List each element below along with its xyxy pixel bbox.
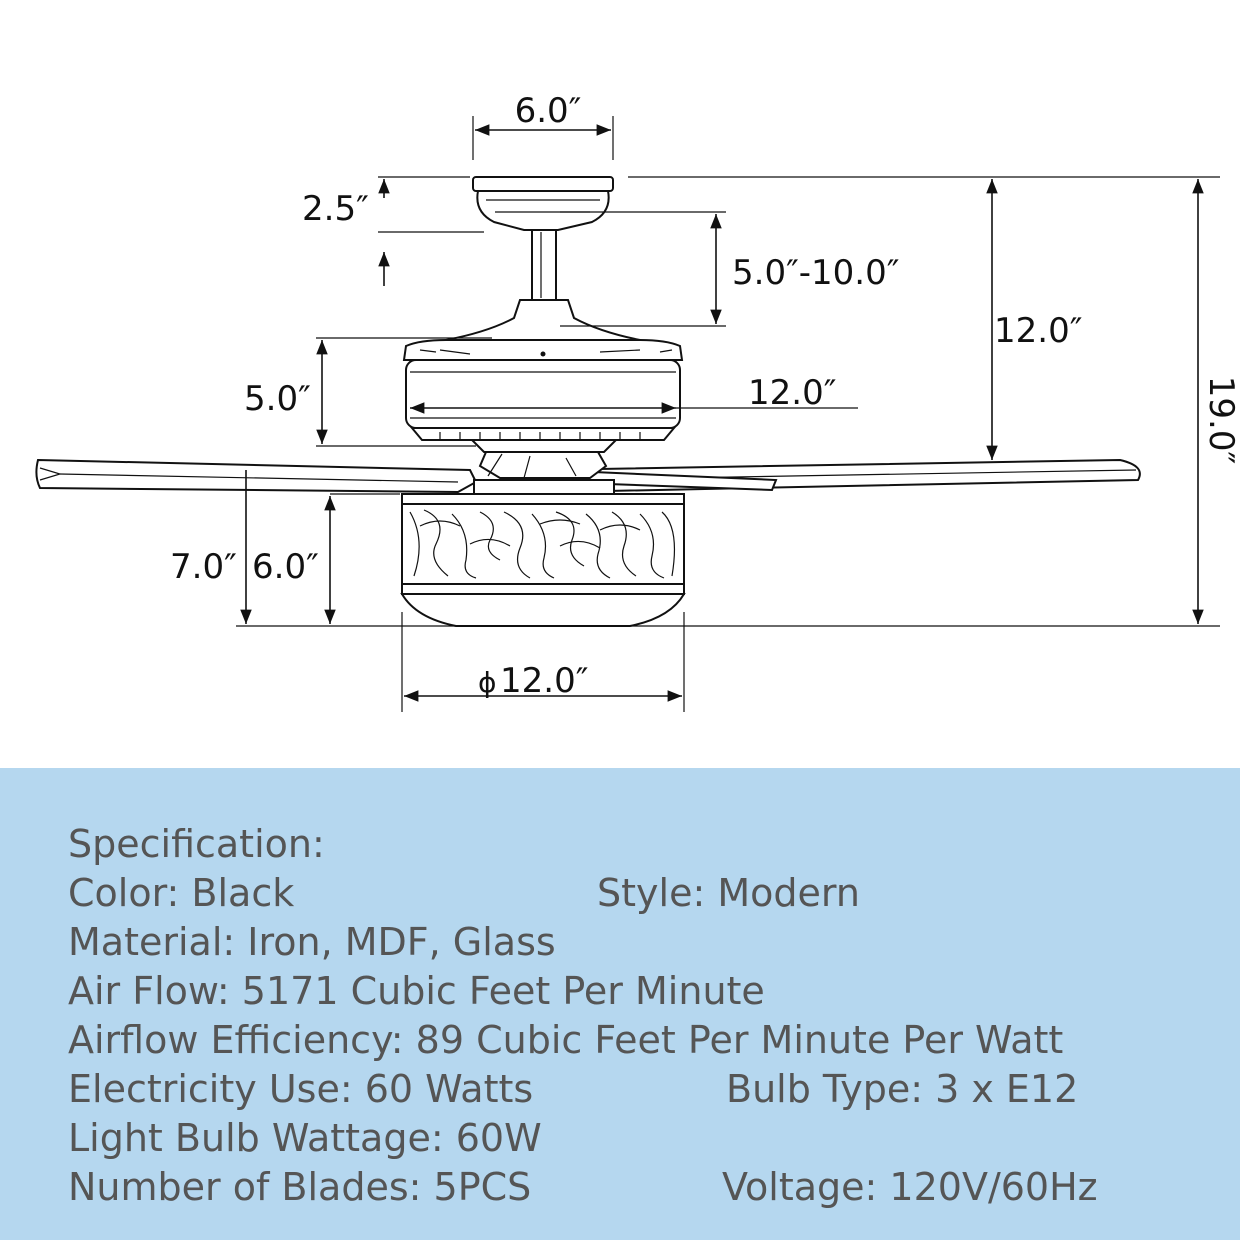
dimension-lines: [236, 116, 1220, 712]
dim-canopy-width: 6.0″: [515, 91, 582, 131]
dim-light-kit-height: 6.0″: [252, 547, 319, 587]
dim-total-height: 19.0″: [1201, 376, 1240, 464]
spec-color: Color: Black: [68, 871, 295, 915]
spec-air-flow: Air Flow: 5171 Cubic Feet Per Minute: [68, 969, 765, 1013]
specification-panel: Specification: Color: Black Style: Moder…: [0, 768, 1240, 1240]
fan-blades: [35, 451, 1141, 494]
spec-heading: Specification:: [68, 822, 325, 866]
downrod: [531, 229, 557, 301]
fan-dimension-diagram: 6.0″ 2.5″ 5.0″-10.0″ 5.0″ 12.0″ 12.0″ 19…: [35, 91, 1240, 712]
dim-motor-width: 12.0″: [748, 373, 836, 413]
spec-electricity: Electricity Use: 60 Watts: [68, 1067, 534, 1111]
canopy: [472, 176, 614, 231]
dim-light-kit-total: 7.0″: [170, 547, 237, 587]
motor-housing: [402, 299, 684, 453]
spec-bulb-wattage: Light Bulb Wattage: 60W: [68, 1116, 542, 1160]
light-kit: [400, 479, 686, 627]
spec-bulb-type: Bulb Type: 3 x E12: [726, 1067, 1079, 1111]
spec-material: Material: Iron, MDF, Glass: [68, 920, 556, 964]
diameter-symbol: ϕ: [478, 666, 496, 699]
dim-motor-height: 5.0″: [244, 379, 311, 419]
dim-light-diameter: 12.0″: [500, 661, 588, 701]
dim-downrod: 5.0″-10.0″: [732, 253, 899, 293]
dim-ceiling-to-blade: 12.0″: [994, 311, 1082, 351]
spec-style: Style: Modern: [597, 871, 860, 915]
spec-blades: Number of Blades: 5PCS: [68, 1165, 532, 1209]
spec-voltage: Voltage: 120V/60Hz: [722, 1165, 1098, 1209]
spec-efficiency: Airflow Efficiency: 89 Cubic Feet Per Mi…: [68, 1018, 1064, 1062]
dim-canopy-height: 2.5″: [302, 189, 369, 229]
